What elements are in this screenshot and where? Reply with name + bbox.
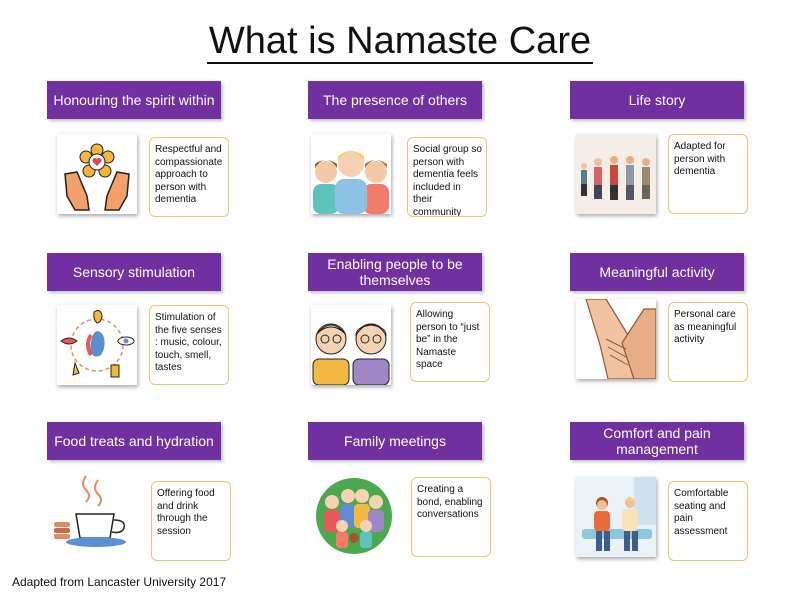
hands-heart-icon	[57, 134, 137, 214]
card-heading-food-treats: Food treats and hydration	[47, 422, 221, 460]
aging-people-icon	[576, 134, 656, 214]
family-icon	[314, 474, 394, 554]
five-senses-icon	[57, 305, 137, 385]
group-people-icon	[311, 134, 391, 214]
card-text-sensory-stimulation: Stimulation of the five senses : music, …	[149, 305, 229, 385]
card-heading-meaningful-activity: Meaningful activity	[570, 253, 744, 291]
card-text-life-story: Adapted for person with dementia	[668, 134, 748, 214]
tea-cup-icon	[52, 472, 132, 552]
card-heading-life-story: Life story	[570, 81, 744, 119]
card-text-meaningful-activity: Personal care as meaningful activity	[668, 302, 748, 382]
page-title: What is Namaste Care	[206, 20, 594, 64]
caregiver-seating-icon	[576, 477, 656, 557]
card-heading-comfort-pain: Comfort and pain management	[570, 422, 744, 460]
elderly-couple-icon	[311, 305, 391, 385]
card-heading-enabling-people: Enabling people to be themselves	[308, 253, 482, 291]
card-heading-honouring-spirit: Honouring the spirit within	[47, 81, 221, 119]
card-text-comfort-pain: Comfortable seating and pain assessment	[668, 481, 748, 561]
card-heading-sensory-stimulation: Sensory stimulation	[47, 253, 221, 291]
card-text-family-meetings: Creating a bond, enabling conversations	[411, 477, 491, 557]
card-text-food-treats: Offering food and drink through the sess…	[151, 481, 231, 561]
holding-hands-icon	[576, 299, 656, 379]
card-heading-presence-others: The presence of others	[308, 81, 482, 119]
card-heading-family-meetings: Family meetings	[308, 422, 482, 460]
card-text-presence-others: Social group so person with dementia fee…	[407, 137, 487, 217]
card-text-enabling-people: Allowing person to “just be” in the Nama…	[410, 302, 490, 382]
source-credit: Adapted from Lancaster University 2017	[12, 575, 227, 589]
card-text-honouring-spirit: Respectful and compassionate approach to…	[149, 137, 229, 217]
